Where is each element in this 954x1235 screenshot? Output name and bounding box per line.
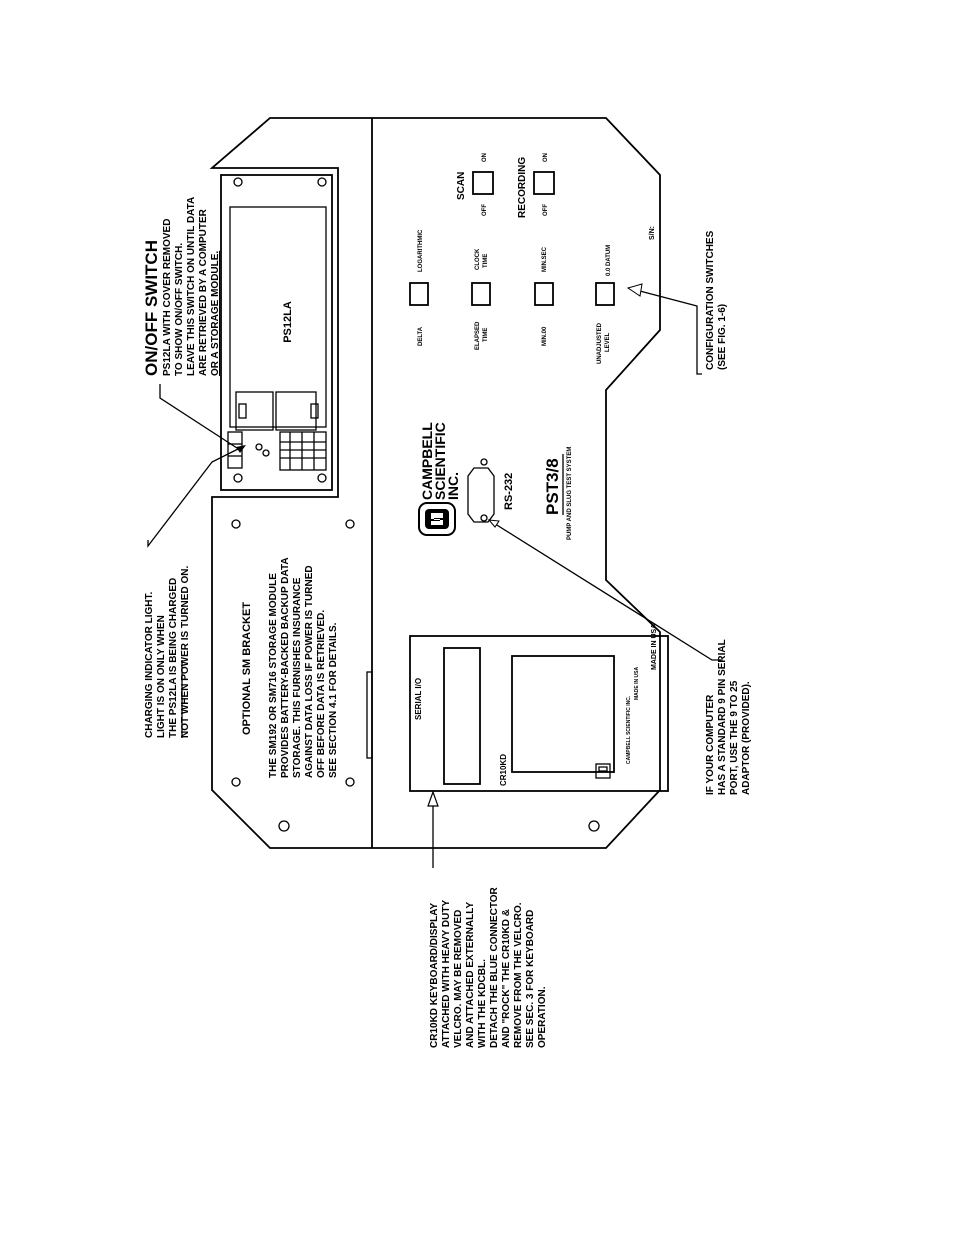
scan-title: SCAN (456, 172, 467, 200)
cr10kd-label: CR10KD (499, 754, 508, 786)
cr10kd-maker: CAMPBELL SCIENTIFIC INC. (626, 695, 632, 764)
rs232-note-4: ADAPTOR (PROVIDED). (741, 681, 752, 795)
cr10kd-note-7: AND "ROCK" THE CR10KD & (501, 909, 512, 1048)
config-switches (409, 171, 615, 306)
config-note-1: CONFIGURATION SWITCHES (705, 230, 716, 370)
switch-unadjusted-level: LEVEL (605, 332, 611, 352)
charging-callout: CHARGING INDICATOR LIGHT. LIGHT IS ON ON… (144, 566, 191, 738)
scan-off: OFF (482, 204, 488, 216)
scan-on: ON (482, 153, 488, 162)
switch-delta: DELTA (418, 326, 424, 346)
sm-bracket-line-4: AGAINST DATA LOSS IF POWER IS TURNED (304, 565, 315, 778)
onoff-line-1: PS12LA WITH COVER REMOVED (162, 219, 173, 376)
cr10kd-note-2: ATTACHED WITH HEAVY DUTY (441, 900, 452, 1048)
switch-unadjusted: UNADJUSTED (597, 322, 603, 364)
switch-clock: CLOCK (475, 248, 481, 270)
cr10kd-callout: CR10KD KEYBOARD/DISPLAY ATTACHED WITH HE… (427, 790, 548, 1048)
sm-bracket-title: OPTIONAL SM BRACKET (241, 602, 253, 735)
rs232-label: RS-232 (503, 473, 515, 510)
sm-bracket-line-6: SEE SECTION 4.1 FOR DETAILS. (328, 622, 339, 778)
cr10kd-note-4: AND ATTACHED EXTERNALLY (465, 902, 476, 1048)
cr10kd-made-in: MADE IN USA (651, 624, 658, 670)
recording-off: OFF (543, 204, 549, 216)
config-callout: CONFIGURATION SWITCHES (SEE FIG. 1-6) (626, 230, 728, 375)
onoff-line-3: LEAVE THIS SWITCH ON UNTIL DATA (186, 197, 197, 376)
rs232-note-1: IF YOUR COMPUTER (705, 694, 716, 795)
switch-logarithmic: LOGARITHMIC (418, 229, 424, 272)
onoff-line-4: ARE RETRIEVED BY A COMPUTER (198, 208, 209, 376)
recording-title: RECORDING (517, 157, 528, 218)
sm-bracket-line-3: STORAGE. THIS FURNISHES INSURANCE (292, 577, 303, 778)
charging-line-4: NOT WHEN POWER IS TURNED ON. (180, 566, 191, 738)
ps12la-label: PS12LA (282, 301, 294, 343)
sm-bracket-line-2: PROVIDES BATTERY-BACKED BACKUP DATA (280, 557, 291, 778)
rs232-connector (467, 458, 495, 523)
product-subtitle: PUMP AND SLUG TEST SYSTEM (567, 447, 573, 540)
switch-elapsed-time: TIME (483, 328, 489, 342)
cr10kd-note-10: OPERATION. (537, 986, 548, 1048)
onoff-line-5: OR A STORAGE MODULE. (210, 251, 221, 376)
switch-datum: 0.0 DATUM (606, 245, 612, 276)
enclosure-outline (209, 117, 661, 849)
brand-line-1: CAMPBELL (419, 422, 435, 500)
onoff-callout: ON/OFF SWITCH PS12LA WITH COVER REMOVED … (142, 197, 246, 548)
charging-line-2: LIGHT IS ON ONLY WHEN (156, 615, 167, 738)
switch-elapsed: ELAPSED (475, 321, 481, 350)
config-note-2: (SEE FIG. 1-6) (717, 304, 728, 370)
cr10kd-note-9: SEE SEC. 3 FOR KEYBOARD (525, 910, 536, 1048)
brand-line-3: INC. (445, 472, 461, 500)
recording-on: ON (543, 153, 549, 162)
switch-min00: MIN.00 (542, 326, 548, 346)
serial-number-label: S/N: (649, 226, 656, 240)
onoff-line-2: TO SHOW ON/OFF SWITCH. (174, 243, 185, 376)
cr10kd-note-1: CR10KD KEYBOARD/DISPLAY (429, 902, 440, 1048)
onoff-title: ON/OFF SWITCH (142, 240, 161, 376)
switch-minsec: MIN.SEC (542, 246, 548, 272)
switch-clock-time: TIME (483, 254, 489, 268)
cr10kd-module (366, 635, 669, 792)
product-name: PST3/8 (543, 458, 562, 515)
rs232-note-2: HAS A STANDARD 9 PIN SERIAL (717, 639, 728, 795)
charging-line-1: CHARGING INDICATOR LIGHT. (144, 591, 155, 738)
cr10kd-note-6: DETACH THE BLUE CONNECTOR (489, 886, 500, 1048)
cr10kd-maker2: MADE IN USA (634, 667, 640, 700)
charging-line-3: THE PS12LA IS BEING CHARGED (168, 578, 179, 738)
cr10kd-note-5: WITH THE KDCBL. (477, 959, 488, 1048)
cr10kd-note-8: REMOVE FROM THE VELCRO. (513, 902, 524, 1048)
rs232-callout: IF YOUR COMPUTER HAS A STANDARD 9 PIN SE… (487, 519, 752, 795)
sm-bracket-line-1: THE SM192 OR SM716 STORAGE MODULE (268, 573, 279, 778)
mounting-holes (231, 519, 600, 832)
sm-bracket-line-5: OFF BEFORE DATA IS RETRIEVED. (316, 610, 327, 778)
cr10kd-note-3: VELCRO. MAY BE REMOVED (453, 910, 464, 1048)
cr10kd-serial-label: SERIAL I/O (414, 678, 423, 720)
sm-bracket-text: OPTIONAL SM BRACKET THE SM192 OR SM716 S… (241, 557, 339, 778)
brand-line-2: SCIENTIFIC (432, 422, 448, 500)
rs232-note-3: PORT, USE THE 9 TO 25 (729, 680, 740, 795)
ps12la-module (220, 174, 333, 491)
campbell-logo-icon (418, 502, 456, 536)
